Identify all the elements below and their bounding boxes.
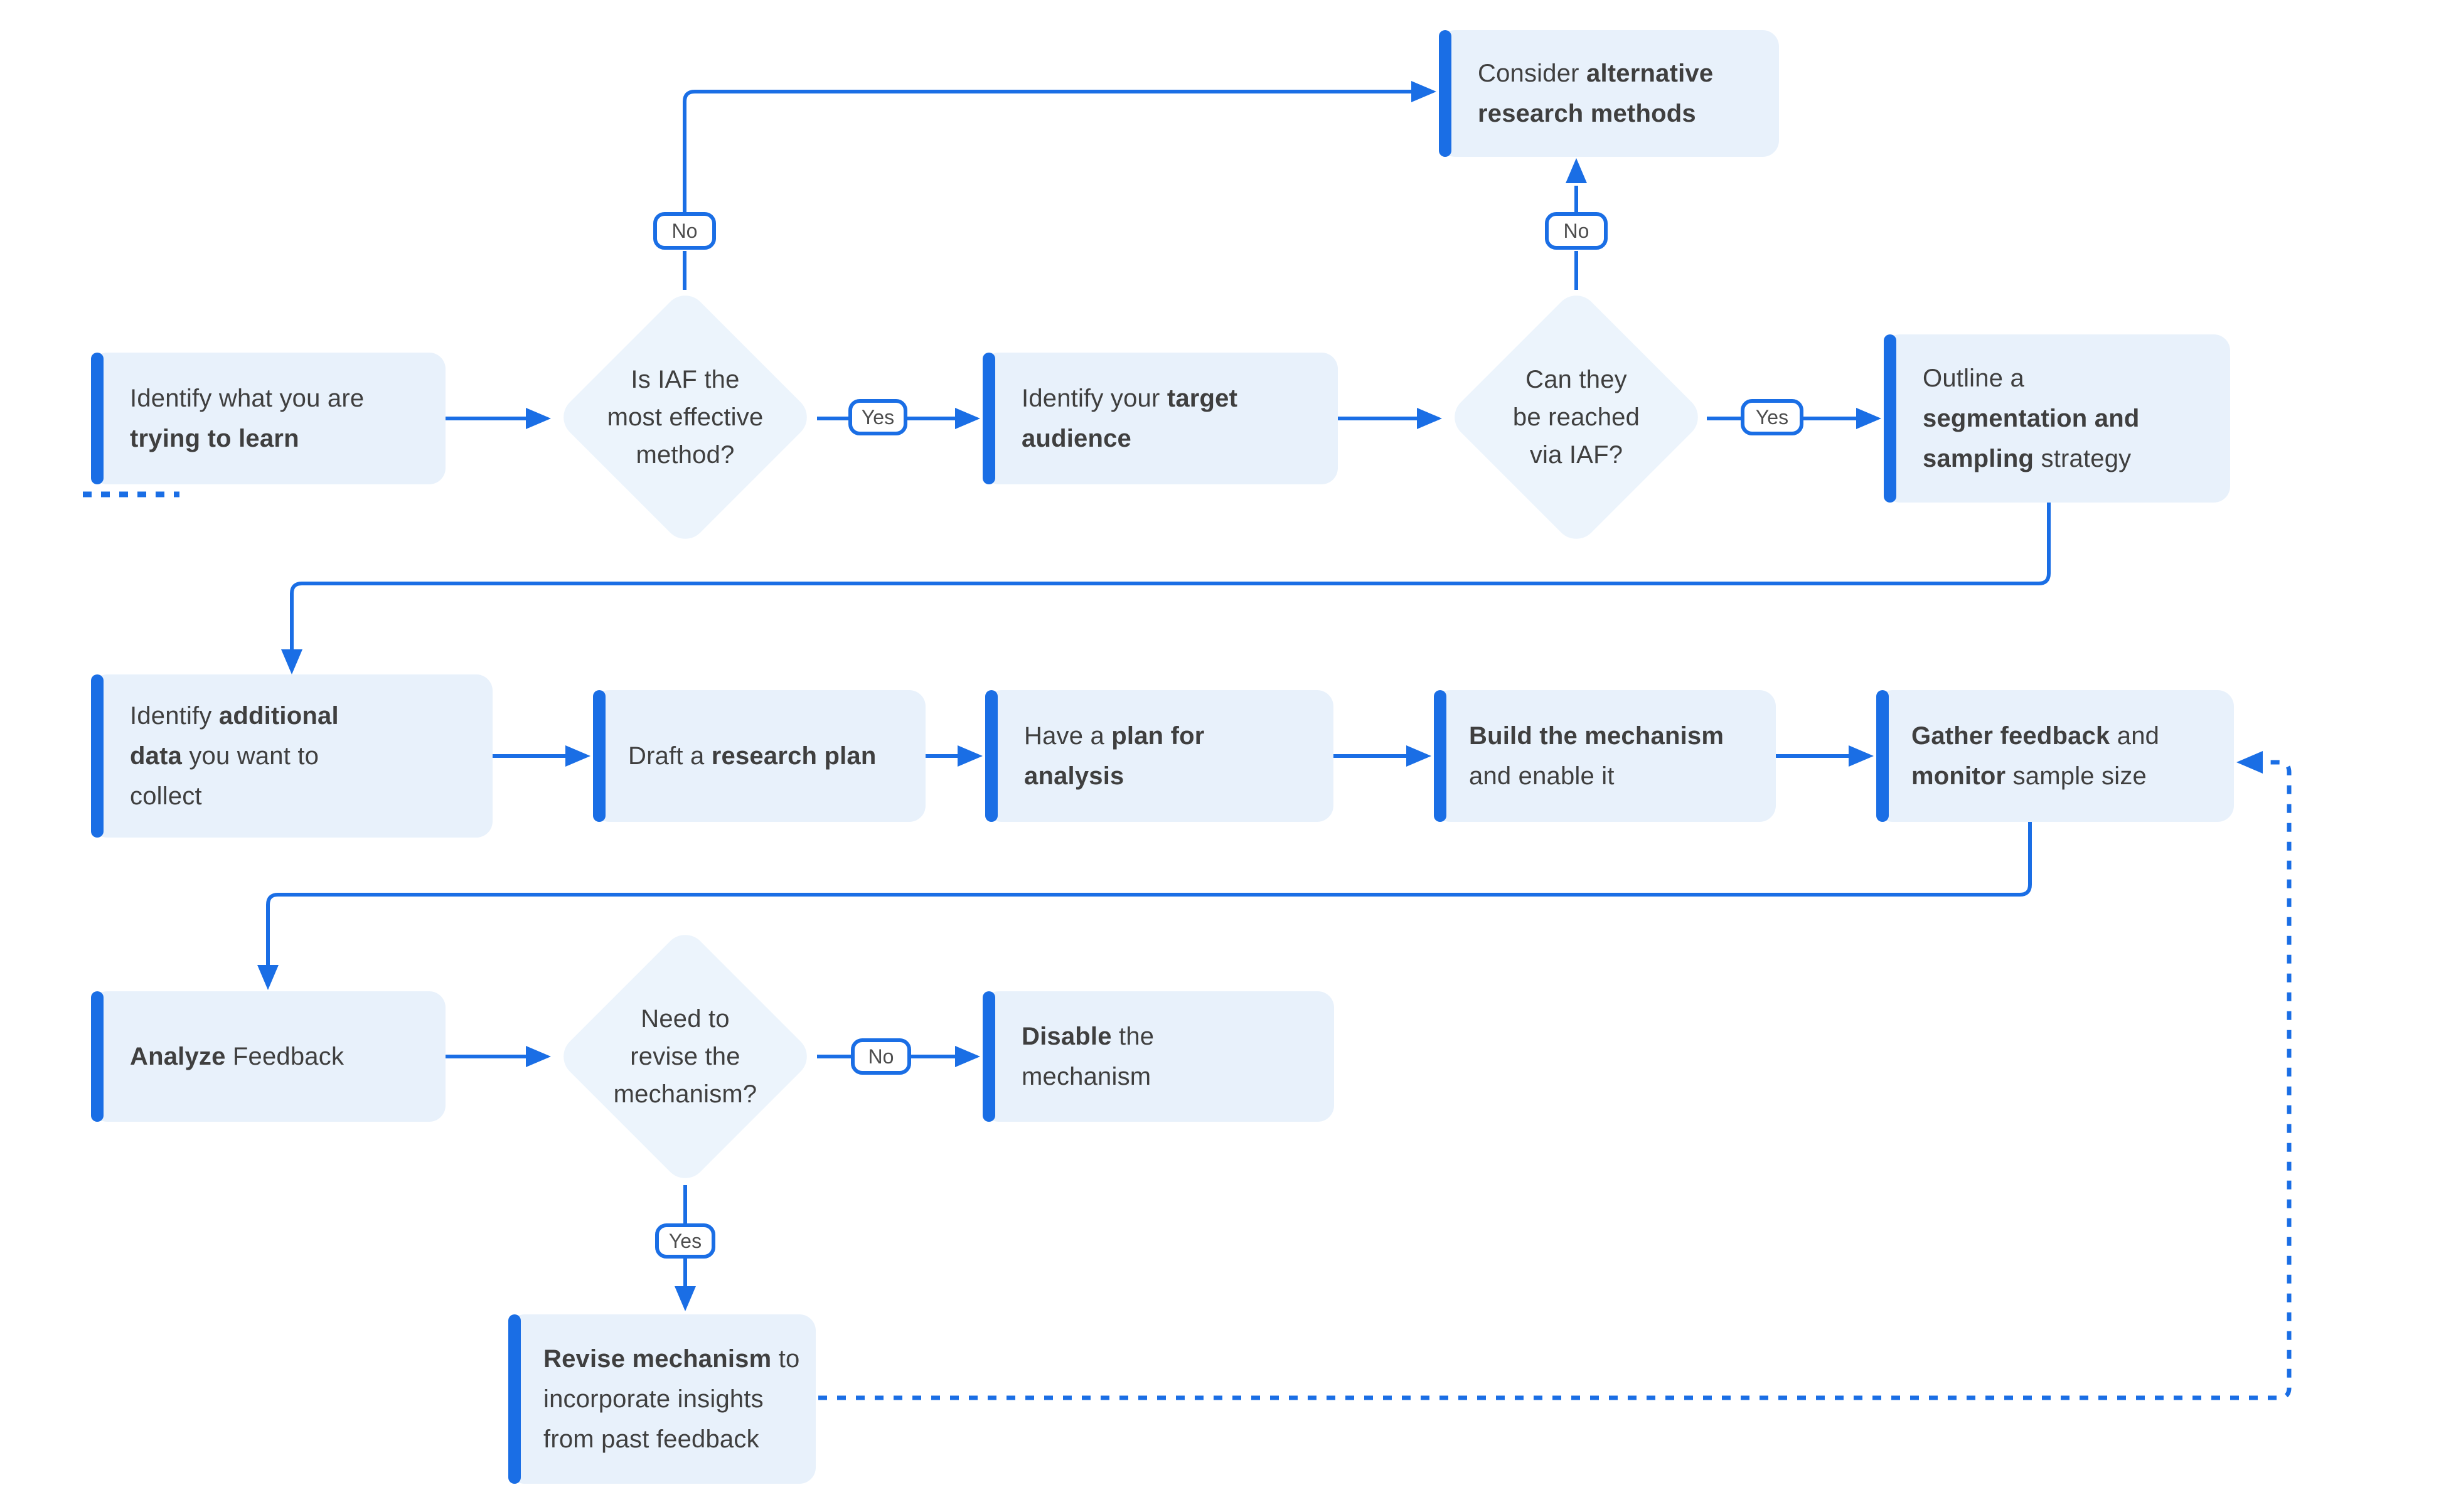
accent-bar — [985, 690, 998, 822]
step-gather-feedback-monitor: Gather feedback and monitor sample size — [1876, 690, 2234, 822]
step-label: Identify additional data you want to col… — [130, 702, 339, 810]
accent-bar — [91, 353, 104, 484]
arrowhead-into-disable — [955, 1046, 980, 1067]
edge-label-text: Yes — [668, 1229, 702, 1252]
arrowhead-into-gather — [1849, 745, 1874, 767]
edge-label-yes-1: Yes — [848, 399, 907, 435]
arrowhead-into-decision1 — [526, 408, 551, 429]
step-label: Have a plan for analysis — [1024, 722, 1205, 790]
edge-label-no-3: No — [851, 1038, 911, 1075]
step-disable-the-mechanism: Disable the mechanism — [983, 991, 1334, 1122]
arrowhead-into-audience — [955, 408, 980, 429]
arrowhead-into-analysis — [958, 745, 983, 767]
step-label: Draft a research plan — [628, 742, 877, 770]
accent-bar — [593, 690, 606, 822]
step-analyze-feedback: Analyze Feedback — [91, 991, 446, 1122]
edge-label-no-2: No — [1545, 212, 1608, 250]
step-have-plan-for-analysis: Have a plan for analysis — [985, 690, 1333, 822]
arrowhead-into-consider-left — [1411, 81, 1436, 102]
edge-label-text: Yes — [1755, 405, 1789, 429]
arrowhead-into-consider-bottom — [1566, 158, 1587, 183]
step-outline-segmentation-sampling: Outline a segmentation and sampling stra… — [1884, 334, 2230, 503]
arrowhead-into-analyze — [257, 965, 279, 990]
decision-label: Is IAF the most effective method? — [607, 366, 764, 469]
step-revise-mechanism: Revise mechanism to incorporate insights… — [508, 1314, 816, 1484]
step-label: Outline a segmentation and sampling stra… — [1923, 365, 2140, 472]
arrowhead-into-draft — [565, 745, 590, 767]
edge-label-no-1: No — [653, 212, 716, 250]
accent-bar — [1439, 30, 1451, 157]
arrowhead-into-outline — [1856, 408, 1881, 429]
step-label: Identify your target audience — [1022, 385, 1238, 452]
accent-bar — [983, 991, 995, 1122]
edge-label-text: No — [868, 1045, 894, 1068]
decision-need-to-revise: Need to revise the mechanism? — [553, 926, 817, 1187]
step-consider-alternative-methods: Consider alternative research methods — [1439, 30, 1779, 157]
step-label: Gather feedback and monitor sample size — [1911, 722, 2160, 790]
edge-label-text: No — [671, 219, 698, 242]
edge-label-yes-3: Yes — [655, 1223, 715, 1259]
step-draft-research-plan: Draft a research plan — [593, 690, 926, 822]
arrowhead-into-revise — [675, 1286, 696, 1311]
accent-bar — [508, 1314, 521, 1484]
step-label: Identify what you are trying to learn — [130, 385, 365, 452]
edge-label-text: Yes — [861, 405, 895, 429]
step-label: Disable the mechanism — [1022, 1023, 1155, 1090]
arrowhead-into-decision3 — [526, 1046, 551, 1067]
arrowhead-into-decision2 — [1417, 408, 1442, 429]
step-identify-what-to-learn: Identify what you are trying to learn — [91, 353, 446, 484]
accent-bar — [91, 991, 104, 1122]
step-build-the-mechanism: Build the mechanism and enable it — [1434, 690, 1776, 822]
edge-label-yes-2: Yes — [1741, 399, 1803, 435]
connector-no1-to-consider — [683, 90, 1413, 213]
accent-bar — [983, 353, 995, 484]
step-label: Build the mechanism and enable it — [1469, 722, 1724, 790]
arrowhead-into-gather-dotted — [2236, 751, 2263, 774]
decision-iaf-most-effective: Is IAF the most effective method? — [553, 287, 817, 548]
step-identify-target-audience: Identify your target audience — [983, 353, 1338, 484]
step-label: Revise mechanism to incorporate insights… — [543, 1345, 800, 1453]
connector-outline-to-additional — [290, 503, 2051, 651]
arrowhead-into-additional — [281, 649, 302, 674]
decision-label: Can they be reached via IAF? — [1512, 366, 1640, 469]
accent-bar — [91, 674, 104, 838]
connector-gather-to-analyze — [266, 822, 2032, 966]
step-label: Analyze Feedback — [130, 1043, 344, 1070]
decision-label: Need to revise the mechanism? — [613, 1005, 757, 1108]
step-label: Consider alternative research methods — [1478, 60, 1714, 127]
arrowhead-into-build — [1406, 745, 1431, 767]
decision-reachable-via-iaf: Can they be reached via IAF? — [1445, 287, 1708, 548]
accent-bar — [1876, 690, 1889, 822]
edge-label-text: No — [1563, 219, 1589, 242]
accent-bar — [1884, 334, 1896, 503]
accent-bar — [1434, 690, 1446, 822]
step-identify-additional-data: Identify additional data you want to col… — [91, 674, 493, 838]
